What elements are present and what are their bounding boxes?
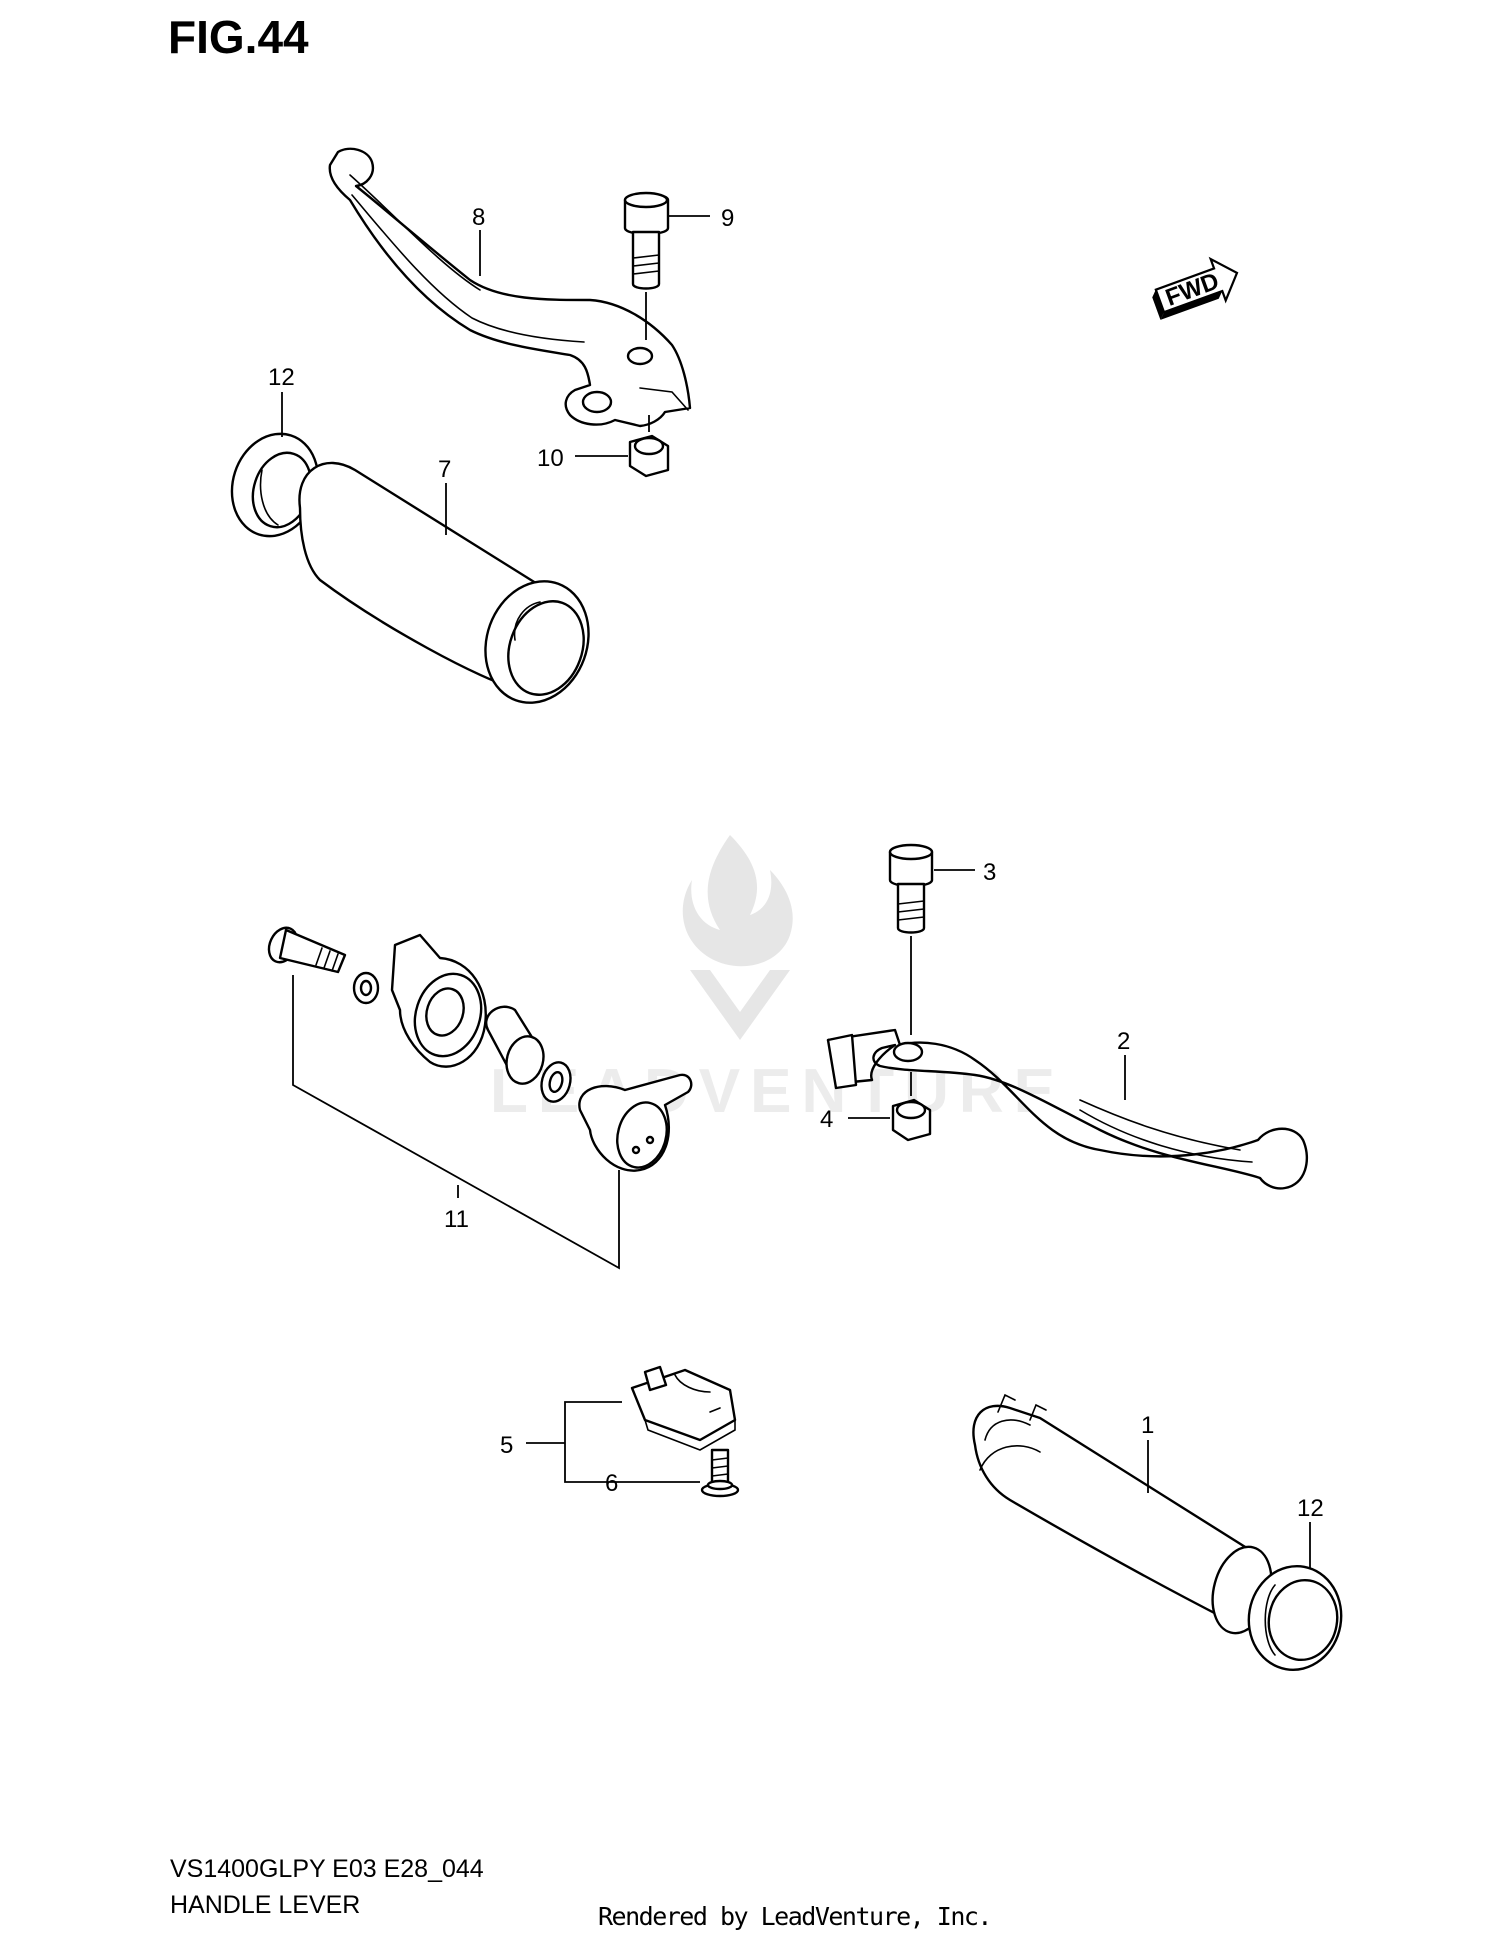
callout-12-upper: 12 xyxy=(268,364,295,391)
part-lever-lower xyxy=(826,1028,1308,1190)
callout-1: 1 xyxy=(1141,1412,1154,1439)
part-nut-upper xyxy=(628,415,670,478)
fwd-arrow-icon: FWD xyxy=(1152,256,1239,320)
callout-9: 9 xyxy=(721,205,734,232)
part-end-cap xyxy=(1247,1564,1343,1672)
part-switch-assembly xyxy=(267,926,693,1270)
part-screw xyxy=(700,1448,740,1498)
part-bolt-upper xyxy=(623,191,670,340)
watermark-flame-icon xyxy=(682,835,793,967)
watermark: LEADVENTURE xyxy=(490,835,1055,1126)
part-nut-lower xyxy=(891,1072,932,1142)
render-credit: Rendered by LeadVenture, Inc. xyxy=(598,1902,993,1931)
section-name: HANDLE LEVER xyxy=(170,1891,361,1919)
part-grip-right xyxy=(972,1393,1273,1635)
part-grip-left xyxy=(298,461,590,704)
callout-4: 4 xyxy=(820,1106,833,1133)
callout-2: 2 xyxy=(1117,1028,1130,1055)
part-ring-upper xyxy=(230,432,320,538)
model-code: VS1400GLPY E03 E28_044 xyxy=(170,1855,484,1883)
callout-8: 8 xyxy=(472,204,485,231)
callout-11: 11 xyxy=(444,1206,469,1233)
callout-10: 10 xyxy=(537,445,564,472)
part-bolt-lower xyxy=(888,843,934,1035)
callout-7: 7 xyxy=(438,456,451,483)
part-switch xyxy=(630,1365,737,1451)
callout-5: 5 xyxy=(500,1432,513,1459)
callout-6: 6 xyxy=(605,1470,618,1497)
watermark-v-icon xyxy=(690,970,790,1040)
part-lever-upper xyxy=(328,147,692,428)
figure-title: FIG.44 xyxy=(168,11,309,63)
callout-3: 3 xyxy=(983,859,996,886)
callout-12-lower: 12 xyxy=(1297,1495,1324,1522)
